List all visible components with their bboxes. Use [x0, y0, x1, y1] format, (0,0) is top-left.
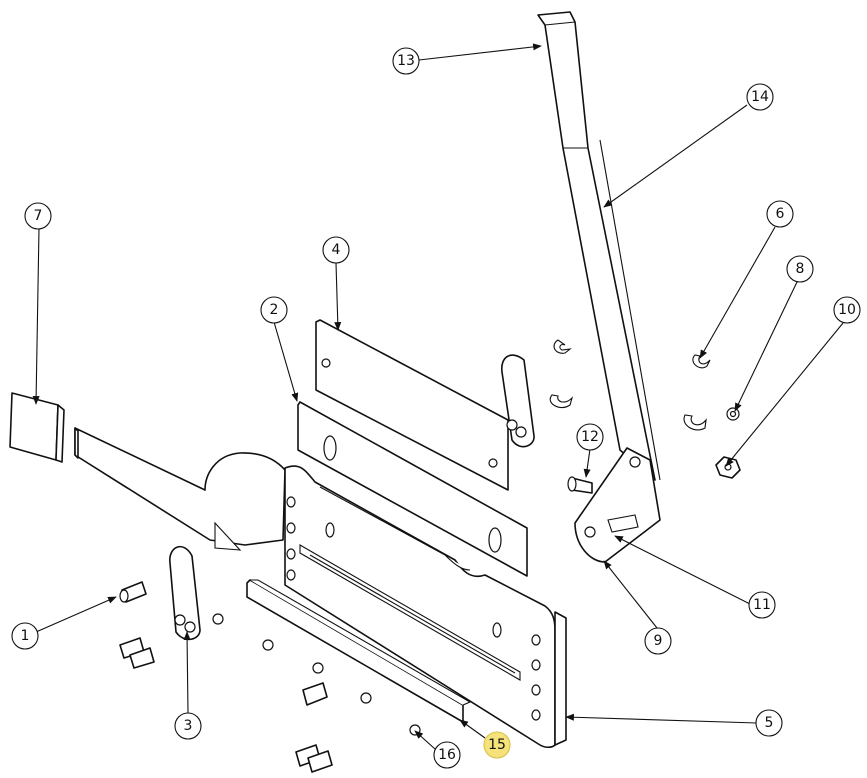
leader-lines	[32, 43, 844, 750]
callout-3: 3	[174, 712, 202, 740]
svg-text:7: 7	[34, 208, 43, 224]
svg-text:13: 13	[397, 53, 415, 69]
svg-text:14: 14	[751, 89, 769, 105]
part-end-cap	[9, 392, 65, 463]
part-washer-8	[726, 407, 740, 421]
svg-text:9: 9	[654, 633, 663, 649]
part-lower-bar	[246, 579, 472, 723]
callout-8: 8	[786, 255, 814, 283]
part-upper-strip	[315, 319, 509, 491]
part-bracket	[574, 447, 661, 563]
callout-5: 5	[755, 709, 783, 737]
part-pin-12	[567, 476, 593, 494]
part-main-plate	[74, 427, 286, 551]
svg-text:4: 4	[332, 242, 341, 258]
svg-text:6: 6	[776, 206, 785, 222]
part-link-plate-upper	[501, 354, 535, 448]
callout-6: 6	[766, 200, 794, 228]
svg-text:11: 11	[753, 597, 771, 613]
callout-16: 16	[433, 741, 461, 769]
part-nut-10	[715, 456, 741, 479]
callout-7: 7	[24, 202, 52, 230]
part-side-frame	[284, 465, 567, 749]
callout-15: 15	[483, 731, 511, 759]
callout-2: 2	[260, 296, 288, 324]
svg-text:8: 8	[796, 261, 805, 277]
svg-text:12: 12	[581, 429, 599, 445]
svg-text:10: 10	[838, 302, 856, 318]
svg-text:1: 1	[21, 628, 30, 644]
callout-4: 4	[322, 236, 350, 264]
callout-1: 1	[11, 622, 39, 650]
part-link-plate-lower	[169, 545, 201, 641]
callout-balloons: 1 2 3 4 5 6 7 8 9 10 11 12 13 14 15 16	[11, 47, 861, 769]
callout-12: 12	[576, 423, 604, 451]
callout-13: 13	[392, 47, 420, 75]
callout-9: 9	[644, 627, 672, 655]
svg-text:5: 5	[765, 715, 774, 731]
frame-holes	[286, 496, 541, 721]
svg-text:2: 2	[270, 302, 279, 318]
part-bushings	[119, 581, 333, 773]
callout-11: 11	[748, 591, 776, 619]
svg-text:3: 3	[184, 718, 193, 734]
part-slotted-strip	[297, 401, 528, 577]
part-handle	[537, 11, 661, 481]
callout-10: 10	[833, 296, 861, 324]
svg-text:15: 15	[488, 737, 506, 753]
svg-text:16: 16	[438, 747, 456, 763]
part-clips	[549, 339, 711, 431]
callout-14: 14	[746, 83, 774, 111]
